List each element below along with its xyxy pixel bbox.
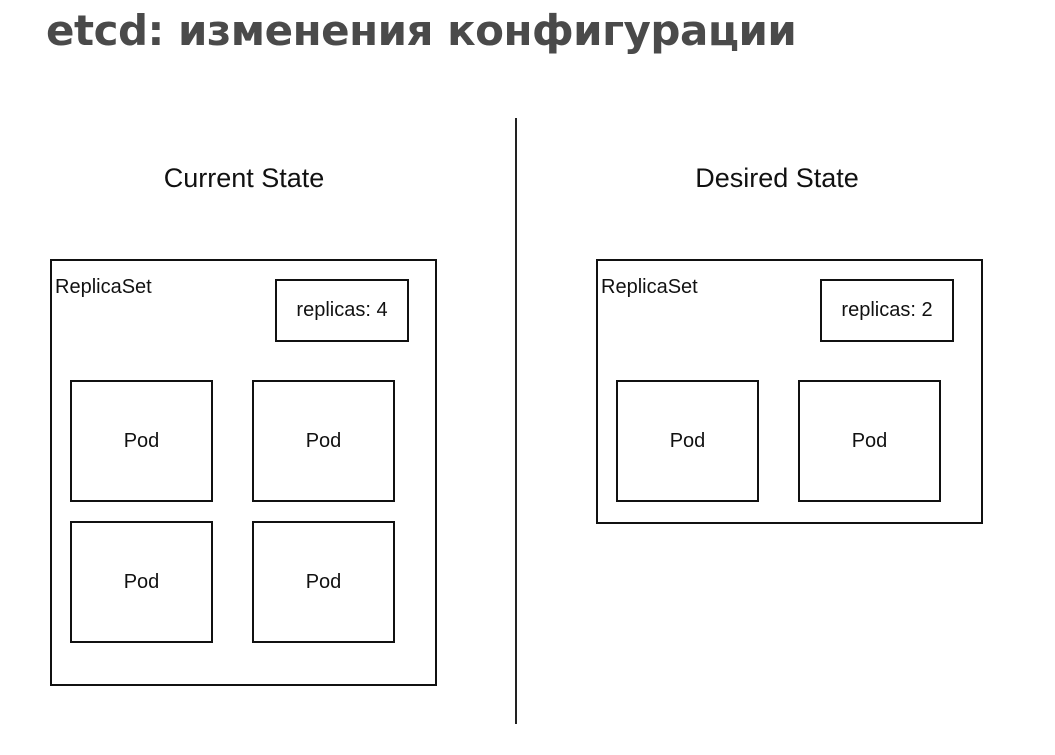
current-pod-2: Pod [252, 380, 395, 502]
current-pod-1: Pod [70, 380, 213, 502]
desired-pod-2: Pod [798, 380, 941, 502]
state-divider [515, 118, 517, 724]
current-pod-3: Pod [70, 521, 213, 643]
desired-state-heading: Desired State [695, 163, 859, 193]
current-replicaset-box: ReplicaSet [50, 259, 437, 686]
desired-replicaset-label: ReplicaSet [601, 276, 698, 298]
page-title: etcd: изменения конфигурации [46, 6, 797, 55]
current-replicas-box: replicas: 4 [275, 279, 409, 342]
current-replicaset-label: ReplicaSet [55, 276, 152, 298]
current-pod-4: Pod [252, 521, 395, 643]
desired-pod-1: Pod [616, 380, 759, 502]
current-state-heading: Current State [163, 163, 325, 193]
desired-replicaset-box: ReplicaSet [596, 259, 983, 524]
desired-replicas-box: replicas: 2 [820, 279, 954, 342]
